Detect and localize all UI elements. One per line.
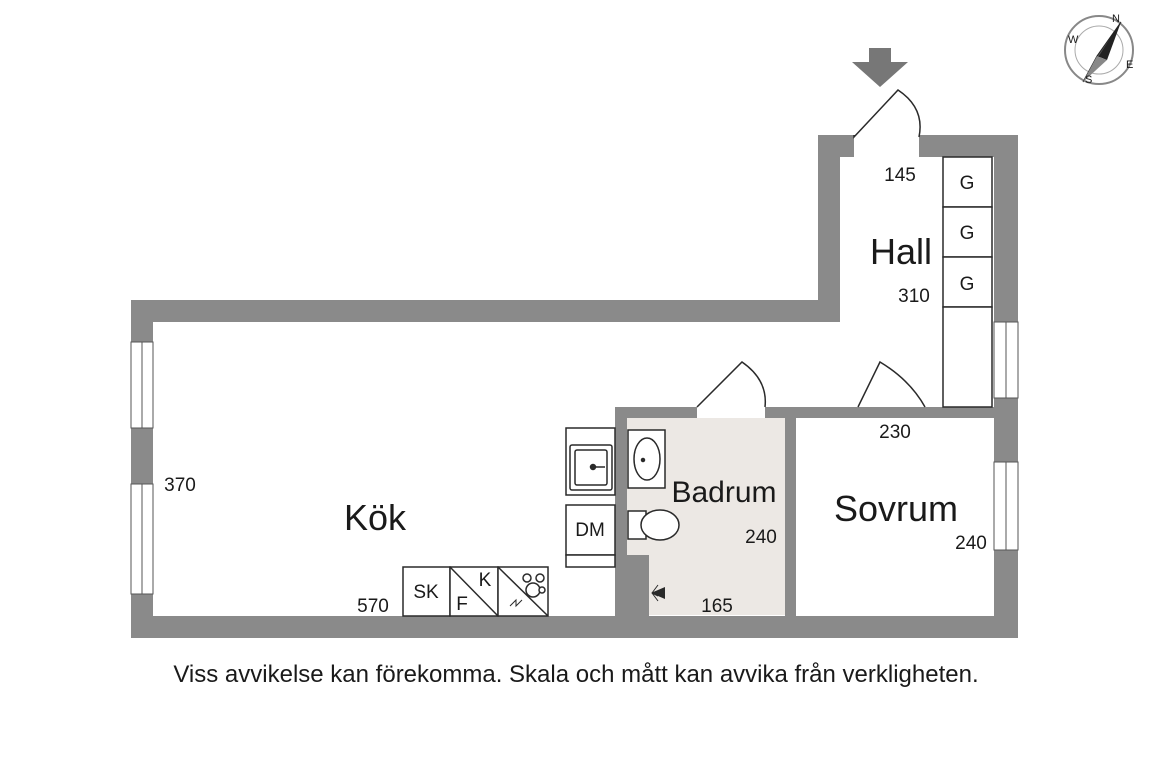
dim-hall-length: 310 <box>898 286 930 307</box>
compass-s: S <box>1085 74 1092 86</box>
windows <box>130 321 1019 595</box>
room-label-sovrum: Sovrum <box>834 488 958 529</box>
dim-badrum-length: 240 <box>745 527 777 548</box>
dim-kok-length: 570 <box>357 596 389 617</box>
room-label-kok: Kök <box>344 497 407 538</box>
dishwasher-label: DM <box>575 520 605 541</box>
bathroom-door <box>696 361 767 408</box>
bathroom-fixtures <box>627 429 680 602</box>
cabinet-label: SK <box>413 582 439 603</box>
freezer-label: F <box>456 594 468 615</box>
compass-e: E <box>1126 59 1133 71</box>
entrance-door <box>853 89 921 139</box>
disclaimer-text: Viss avvikelse kan förekomma. Skala och … <box>173 661 979 688</box>
fridge-label: K <box>479 570 492 591</box>
room-label-hall: Hall <box>870 231 932 272</box>
dim-sovrum-length: 240 <box>955 533 987 554</box>
compass-n: N <box>1112 13 1120 25</box>
dim-hall-width: 145 <box>884 165 916 186</box>
entrance-arrow-icon <box>852 48 908 87</box>
wardrobe-3-label: G <box>960 274 975 295</box>
kitchen-appliances <box>402 566 549 617</box>
kitchen-counter <box>565 427 616 568</box>
bedroom-door <box>857 360 926 408</box>
wardrobe-1-label: G <box>960 173 975 194</box>
room-label-badrum: Badrum <box>671 476 776 509</box>
wardrobe-2-label: G <box>960 223 975 244</box>
compass-w: W <box>1068 34 1079 46</box>
dim-badrum-width: 165 <box>701 596 733 617</box>
dim-sovrum-width: 230 <box>879 422 911 443</box>
compass-icon <box>1064 15 1134 85</box>
dim-kok-width: 370 <box>164 475 196 496</box>
wardrobes <box>942 156 993 408</box>
